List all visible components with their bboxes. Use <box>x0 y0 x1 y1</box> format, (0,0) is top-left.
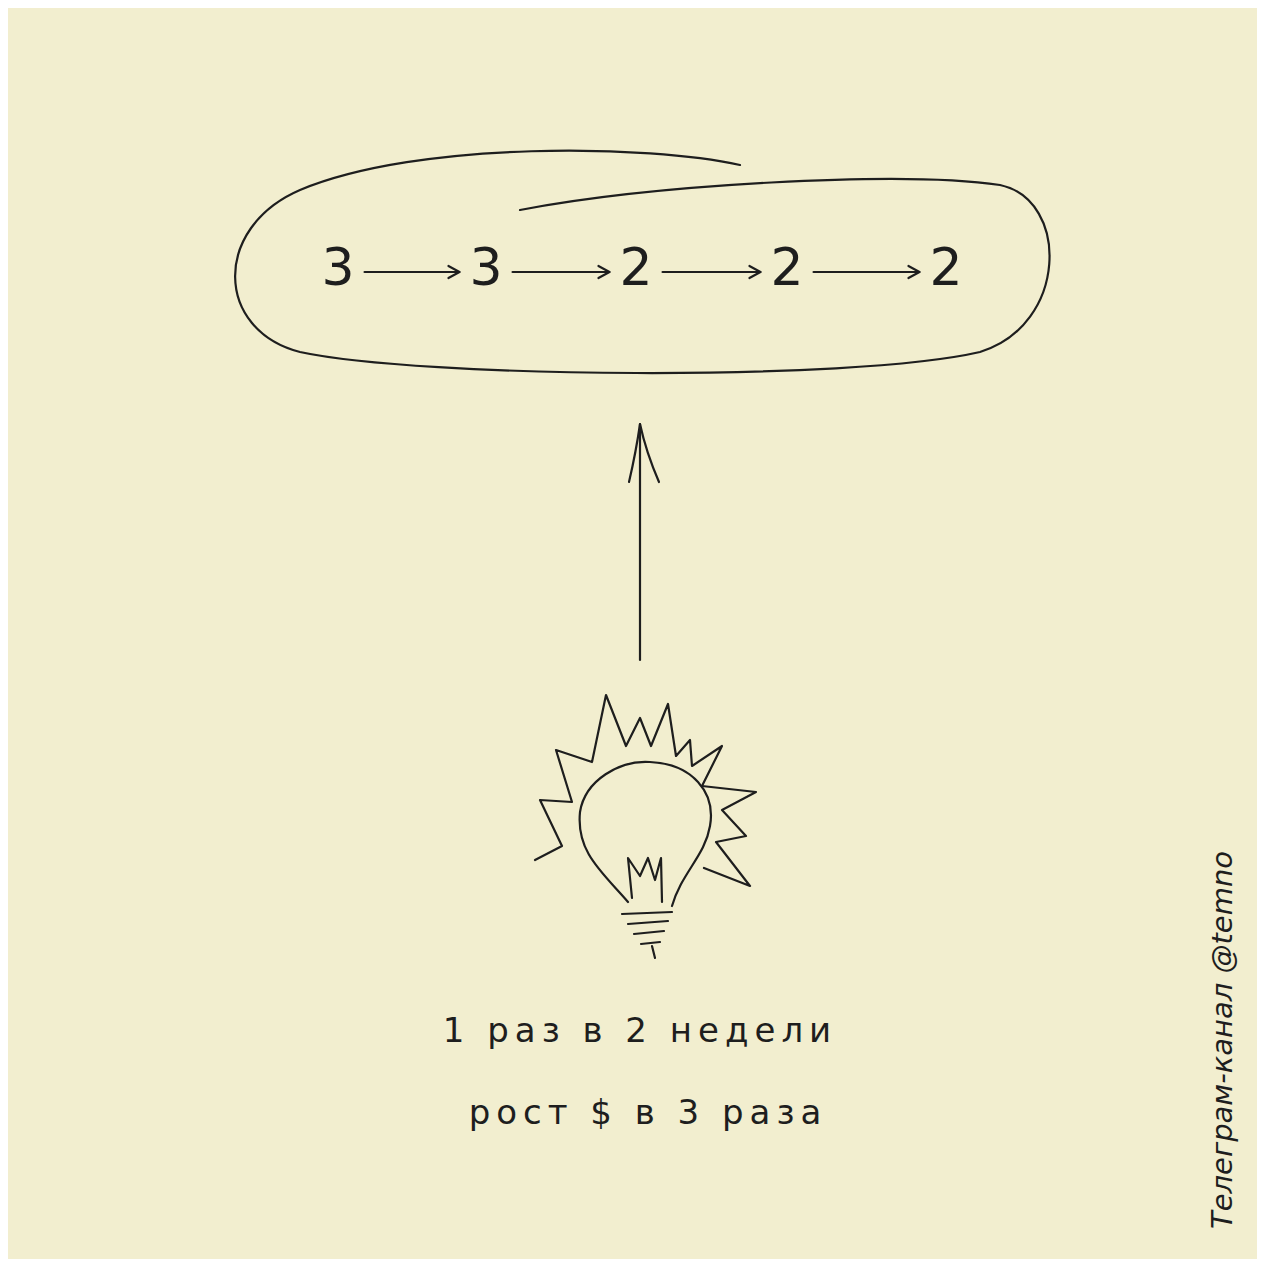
bulb-glass <box>580 762 711 906</box>
flow-arrow <box>513 271 610 273</box>
step-number: 3 <box>321 239 354 296</box>
bulb-base <box>622 912 672 958</box>
note-text: 1 раз в 2 недели <box>443 1010 837 1050</box>
step-number: 3 <box>469 239 502 296</box>
watermark: Телеграм-канал @temno <box>1205 851 1239 1229</box>
flow-arrow <box>365 271 460 273</box>
flow-step: 3 <box>315 235 360 300</box>
note-text: рост $ в 3 раза <box>469 1092 828 1132</box>
up-arrow-head <box>629 424 659 482</box>
step-number: 2 <box>619 239 652 296</box>
up-arrow-shaft <box>639 424 641 660</box>
flow-step: 3 <box>463 235 508 300</box>
bulb-rays <box>535 695 756 886</box>
cycle-ellipse <box>235 151 1049 373</box>
bulb-filament <box>628 858 662 902</box>
flow-arrow <box>814 271 920 273</box>
flow-arrow <box>663 271 761 273</box>
step-number: 2 <box>929 239 962 296</box>
paper-ground <box>8 8 1257 1259</box>
flow-step: 2 <box>613 235 658 300</box>
flow-step: 2 <box>923 235 968 300</box>
flow-step: 2 <box>764 235 809 300</box>
step-number: 2 <box>770 239 803 296</box>
